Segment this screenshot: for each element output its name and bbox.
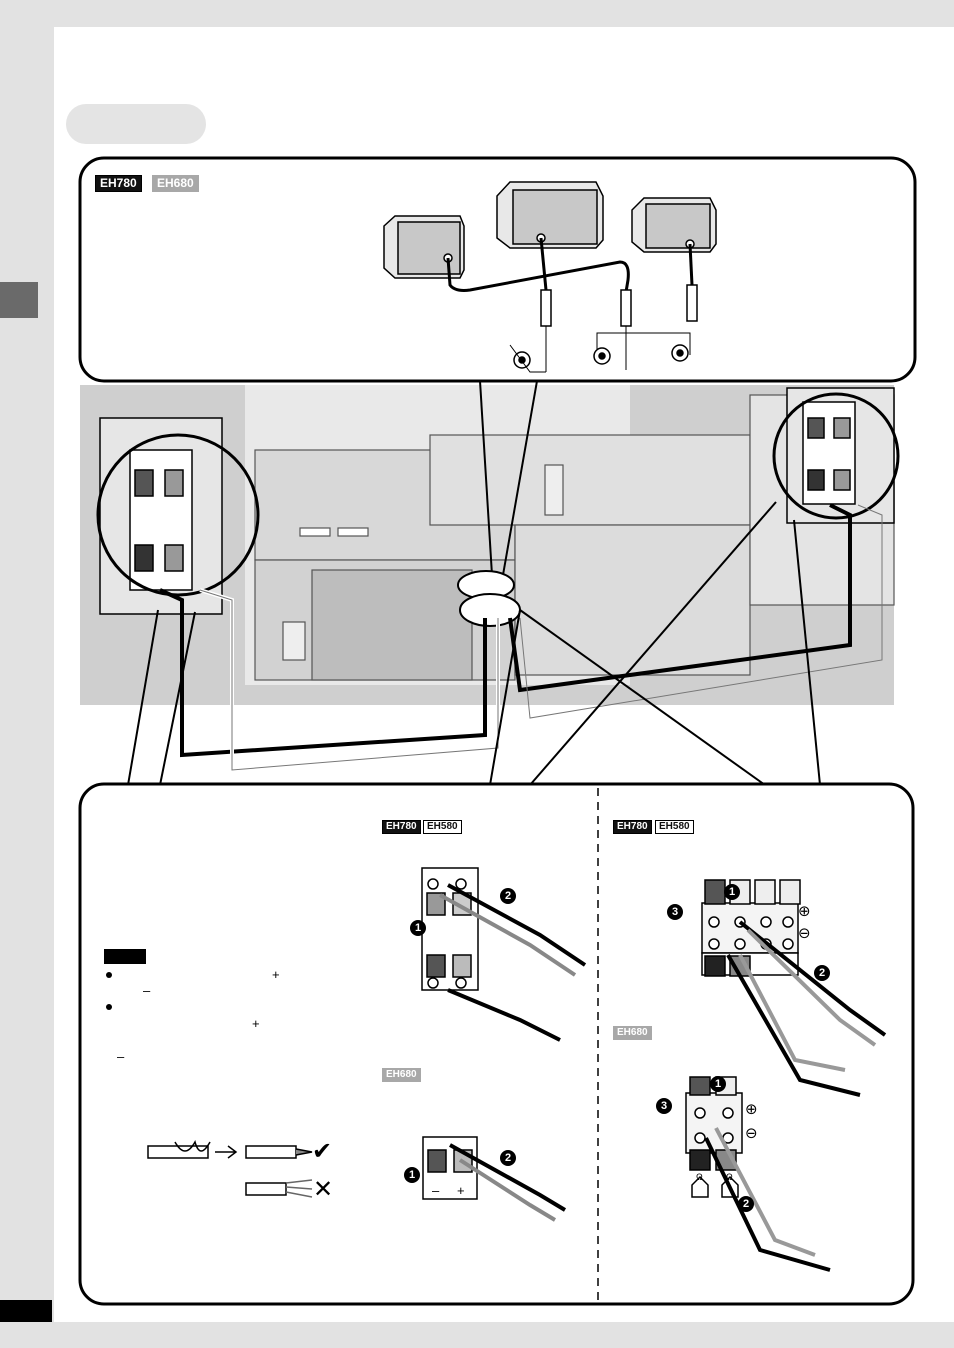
polarity-minus-icon: ⊖ bbox=[745, 1125, 758, 1142]
lower-right-badge-eh680: EH680 bbox=[613, 1026, 652, 1040]
ohm-label: Ω bbox=[726, 1172, 733, 1182]
note-plus-1: + bbox=[272, 967, 280, 982]
checkmark-icon: ✔ bbox=[312, 1138, 333, 1165]
step-callout: 2 bbox=[500, 888, 516, 904]
rca-jacks bbox=[513, 344, 689, 369]
polarity-minus-icon: ⊖ bbox=[798, 925, 811, 942]
speaker-left bbox=[383, 215, 465, 279]
section-title-pill bbox=[66, 104, 206, 144]
step-callout: 1 bbox=[410, 920, 426, 936]
step-callout: 2 bbox=[500, 1150, 516, 1166]
speaker-right bbox=[631, 197, 717, 253]
polarity-plus-icon: ⊕ bbox=[745, 1101, 758, 1118]
left-speaker-terminal-plate bbox=[99, 417, 223, 615]
top-panel-cables bbox=[446, 237, 694, 293]
zoom-lines-bottom bbox=[127, 501, 821, 786]
page-bottom-margin bbox=[0, 1322, 954, 1348]
note-minus-2: – bbox=[117, 1049, 125, 1064]
step-callout: 3 bbox=[656, 1098, 672, 1114]
speaker-center bbox=[496, 181, 604, 249]
note-plus-2: + bbox=[252, 1016, 260, 1031]
screw-terminal-block-6 bbox=[701, 879, 801, 977]
note-bullet-2 bbox=[106, 1004, 112, 1010]
zoom-lines-top bbox=[479, 380, 538, 576]
note-minus-1: – bbox=[143, 983, 151, 998]
step-callout: 2 bbox=[738, 1196, 754, 1212]
model-badge-eh780: EH780 bbox=[95, 175, 142, 192]
chapter-tab bbox=[0, 282, 38, 318]
screw-terminal-wires bbox=[726, 920, 887, 1097]
step-callout: 1 bbox=[710, 1076, 726, 1092]
step-callout: 1 bbox=[404, 1167, 420, 1183]
lower-left-badge-eh580: EH580 bbox=[423, 820, 462, 834]
lower-right-badge-eh780: EH780 bbox=[613, 820, 652, 834]
note-heading-block bbox=[104, 949, 146, 964]
page-footer-block bbox=[0, 1300, 52, 1322]
push-terminal-wires bbox=[439, 883, 587, 1042]
rca-leader-lines bbox=[545, 326, 691, 372]
left-zoom-circle bbox=[96, 433, 260, 597]
lower-left-badge-eh680: EH680 bbox=[382, 1068, 421, 1082]
step-callout: 2 bbox=[814, 965, 830, 981]
ohm-label: Ω bbox=[696, 1172, 703, 1182]
model-badge-eh680: EH680 bbox=[152, 175, 199, 192]
step-callout: 1 bbox=[724, 884, 740, 900]
terminal-minus-sign: – bbox=[432, 1183, 440, 1198]
lower-left-badge-eh780: EH780 bbox=[382, 820, 421, 834]
polarity-plus-icon: ⊕ bbox=[798, 903, 811, 920]
screw-terminal-2-wires bbox=[704, 1127, 831, 1272]
right-speaker-terminal-plate bbox=[786, 387, 895, 524]
right-zoom-circle bbox=[772, 392, 900, 520]
wire-twist-illustration bbox=[147, 1140, 313, 1198]
push-terminal-2pin-wires bbox=[449, 1143, 567, 1222]
terminal-plus-sign: + bbox=[457, 1183, 465, 1198]
cross-icon: ✕ bbox=[313, 1176, 334, 1203]
top-panel-frame bbox=[78, 156, 917, 383]
step-callout: 3 bbox=[667, 904, 683, 920]
lower-right-badge-eh580: EH580 bbox=[655, 820, 694, 834]
note-bullet-1 bbox=[106, 972, 112, 978]
speaker-cables bbox=[159, 503, 883, 773]
